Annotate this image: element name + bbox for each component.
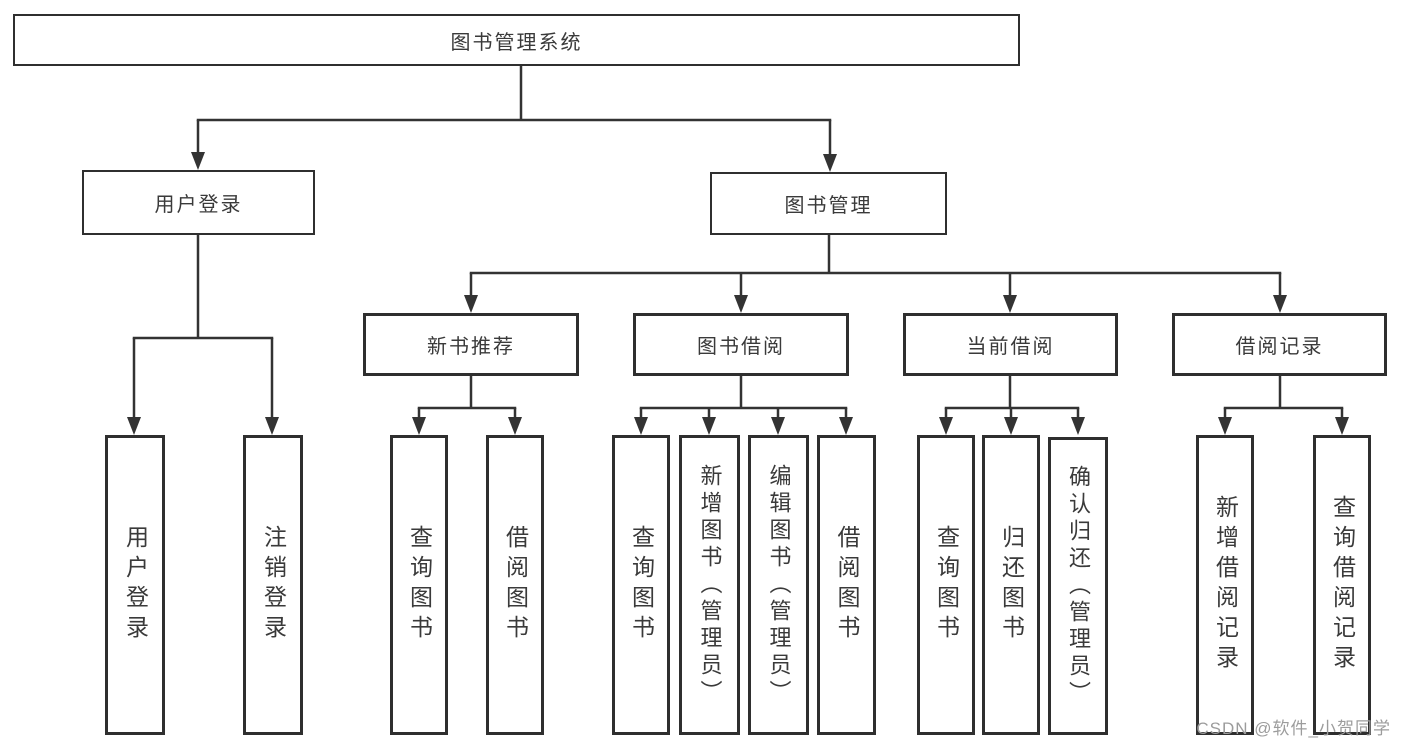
node-borrow-records: 借阅记录: [1172, 313, 1387, 376]
leaf-logout-label: 注销登录: [260, 525, 287, 645]
node-root-label: 图书管理系统: [450, 31, 583, 54]
leaf-return-book-label: 归还图书: [998, 525, 1025, 645]
connector-new-book-recommend: [412, 376, 522, 435]
leaf-user-login-label: 用户登录: [122, 525, 149, 645]
leaf-query-borrow-record: 查询借阅记录: [1313, 435, 1371, 735]
connector-book-borrow: [634, 376, 853, 435]
leaf-edit-book-admin-label: 编辑图书（管理员）: [766, 463, 792, 707]
leaf-confirm-return-admin-label: 确认归还（管理员）: [1066, 464, 1091, 708]
connector-user-login: [127, 235, 279, 435]
node-new-book-recommend: 新书推荐: [363, 313, 579, 376]
leaf-confirm-return-admin: 确认归还（管理员）: [1048, 437, 1108, 735]
leaf-query-borrow-record-label: 查询借阅记录: [1329, 495, 1356, 675]
node-user-login: 用户登录: [82, 170, 315, 235]
connector-root: [191, 66, 837, 172]
leaf-borrow-books-recommend: 借阅图书: [486, 435, 544, 735]
leaf-query-books-borrow: 查询图书: [612, 435, 670, 735]
node-book-management-label: 图书管理: [784, 195, 873, 217]
leaf-query-books-current-label: 查询图书: [933, 525, 960, 645]
node-user-login-label: 用户登录: [154, 194, 243, 216]
leaf-add-borrow-record-label: 新增借阅记录: [1212, 495, 1239, 675]
leaf-query-books-recommend: 查询图书: [390, 435, 448, 735]
connector-current-borrow: [939, 376, 1085, 435]
connector-book-management: [464, 235, 1287, 313]
leaf-borrow-books-label: 借阅图书: [834, 525, 860, 645]
leaf-edit-book-admin: 编辑图书（管理员）: [748, 435, 809, 735]
leaf-logout: 注销登录: [243, 435, 303, 735]
leaf-add-book-admin-label: 新增图书（管理员）: [697, 463, 723, 707]
watermark-text: CSDN @软件_小贺同学: [1196, 719, 1391, 738]
node-book-borrow-label: 图书借阅: [697, 336, 785, 358]
connector-borrow-records: [1218, 376, 1349, 435]
leaf-add-book-admin: 新增图书（管理员）: [679, 435, 740, 735]
leaf-query-books-recommend-label: 查询图书: [406, 525, 433, 645]
leaf-borrow-books-recommend-label: 借阅图书: [502, 525, 529, 645]
leaf-add-borrow-record: 新增借阅记录: [1196, 435, 1254, 735]
leaf-borrow-books: 借阅图书: [817, 435, 876, 735]
node-book-management: 图书管理: [710, 172, 947, 235]
node-new-book-recommend-label: 新书推荐: [427, 336, 515, 358]
node-current-borrow-label: 当前借阅: [966, 336, 1055, 358]
node-current-borrow: 当前借阅: [903, 313, 1118, 376]
node-borrow-records-label: 借阅记录: [1235, 336, 1324, 358]
leaf-query-books-borrow-label: 查询图书: [628, 525, 655, 645]
leaf-query-books-current: 查询图书: [917, 435, 975, 735]
leaf-user-login: 用户登录: [105, 435, 165, 735]
leaf-return-book: 归还图书: [982, 435, 1040, 735]
node-root: 图书管理系统: [13, 14, 1020, 66]
node-book-borrow: 图书借阅: [633, 313, 849, 376]
